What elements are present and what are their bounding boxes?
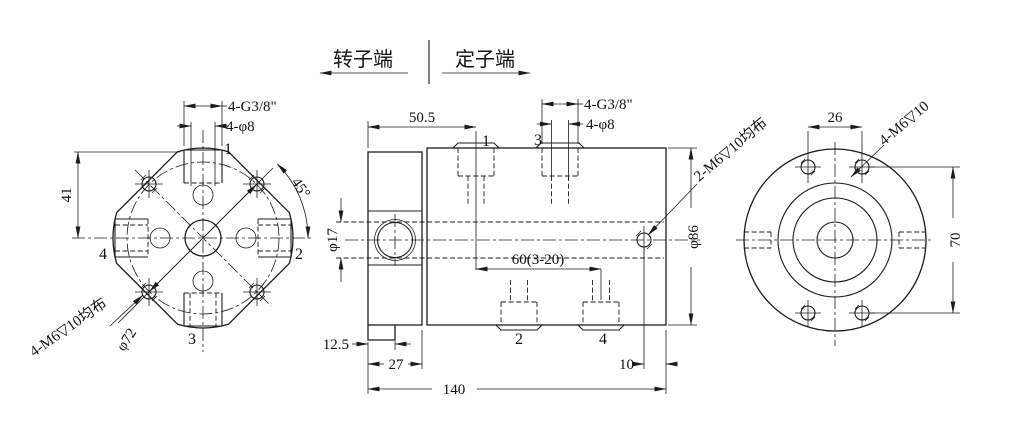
dim-angle-45: 45° — [276, 163, 313, 239]
section-port3-number: 3 — [534, 132, 542, 149]
front-port-bottom — [183, 292, 223, 327]
section-port4-number: 4 — [599, 331, 607, 348]
dim-70: 70 — [869, 166, 964, 314]
dim-140-label: 140 — [443, 382, 466, 398]
section-port3 — [535, 142, 585, 206]
dim-26-label: 26 — [828, 110, 844, 126]
front-port-left — [114, 218, 149, 258]
dim-70-label: 70 — [948, 233, 964, 248]
dim-phi72-label: φ72 — [114, 326, 140, 355]
dim-26: 26 — [807, 110, 863, 183]
front-port-top — [183, 149, 223, 184]
section-port4 — [577, 280, 625, 331]
side-view: 26 70 4-M6▽10 — [736, 98, 964, 346]
dim-phi17-label: φ17 — [325, 228, 341, 252]
dim-60-label: 60(3-20) — [512, 252, 565, 268]
header: 转子端 定子端 — [319, 40, 531, 84]
dim-505-label: 50.5 — [409, 110, 435, 126]
dim-45-label: 45° — [288, 175, 313, 201]
dim-50-5: 50.5 — [367, 110, 477, 270]
rotor-end-label: 转子端 — [333, 48, 393, 71]
stator-end-label: 定子端 — [455, 48, 515, 71]
dim-10: 10 — [619, 247, 678, 394]
side-hidden-ports — [744, 231, 926, 249]
front-view: φ72 45° 41 4-G3/8" 4-φ8 — [27, 99, 313, 360]
section-port1-number: 1 — [482, 133, 490, 150]
section-dim-thread: 4-G3/8" — [541, 97, 633, 144]
dim-60: 60(3-20) — [475, 252, 602, 300]
dim-phi86: φ86 — [668, 147, 702, 326]
dim-phi86-label: φ86 — [686, 225, 702, 249]
dim-10-label: 10 — [619, 357, 634, 373]
dim-phi17: φ17 — [325, 198, 344, 282]
flange-step — [367, 325, 396, 341]
front-port1-number: 1 — [224, 141, 232, 158]
passage-holes — [149, 184, 257, 292]
section-port2-number: 2 — [515, 331, 523, 348]
center-bore — [184, 219, 222, 257]
section-dim-hole: 4-φ8 — [537, 117, 615, 176]
front-dim-hole: 4-φ8 — [177, 119, 255, 186]
stator-body — [426, 147, 667, 326]
side-m6-label: 4-M6▽10 — [876, 98, 932, 149]
dim-140: 140 — [367, 382, 667, 398]
section-g38-label: 4-G3/8" — [584, 97, 633, 113]
dim-27: 27 — [367, 330, 423, 394]
front-phi8-label: 4-φ8 — [226, 119, 255, 135]
front-dim-thread: 4-G3/8" — [183, 99, 277, 146]
front-centerlines — [72, 130, 312, 352]
dim-12-5: 12.5 — [323, 337, 411, 353]
dim-41-label: 41 — [59, 188, 75, 203]
section-m6-label: 2-M6▽10均布 — [691, 114, 771, 185]
dim-27-label: 27 — [389, 357, 405, 373]
front-g38-label: 4-G3/8" — [228, 99, 277, 115]
section-view: 2-M6▽10均布 50.5 4-G3/8" 4-φ8 φ1 — [323, 97, 771, 398]
section-phi8-label: 4-φ8 — [586, 117, 615, 133]
front-port4-number: 4 — [99, 246, 107, 263]
dim-height-41: 41 — [59, 151, 180, 239]
front-port3-number: 3 — [188, 331, 196, 348]
front-m6-label: 4-M6▽10均布 — [27, 295, 110, 360]
front-port2-number: 2 — [295, 246, 303, 263]
side-screw-callout: 4-M6▽10 — [850, 98, 932, 178]
dim-125-label: 12.5 — [323, 337, 349, 353]
section-port2 — [495, 280, 543, 331]
